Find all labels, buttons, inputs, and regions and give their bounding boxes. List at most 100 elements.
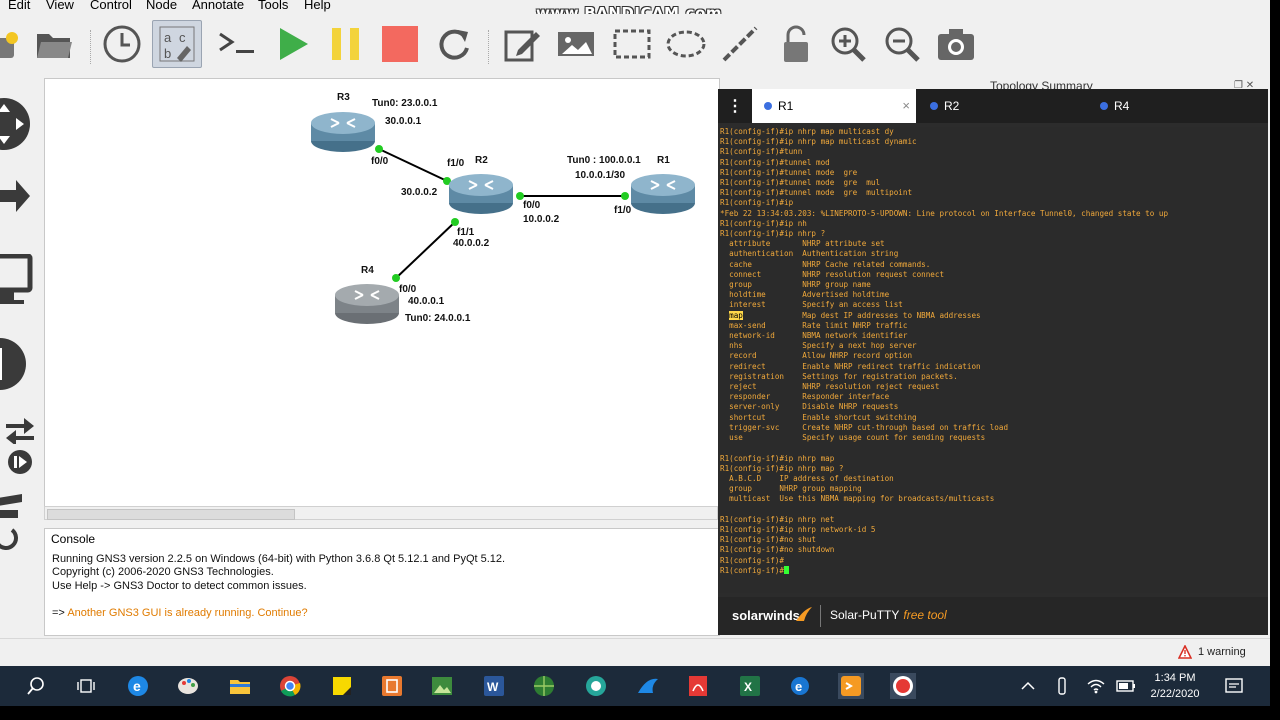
add-link-icon[interactable]: [0, 490, 30, 555]
node-label-r2[interactable]: R2: [475, 155, 488, 166]
excel-icon[interactable]: X: [738, 674, 762, 698]
all-devices-icon[interactable]: [4, 414, 36, 449]
r1-tunnel-ip: Tun0 : 100.0.0.1: [567, 155, 641, 166]
rectangle-icon[interactable]: [612, 24, 652, 64]
terminal-line: holdtime Advertised holdtime: [720, 290, 890, 300]
topology-canvas[interactable]: R3 Tun0: 23.0.0.1 30.0.0.1 f0/0 f1/0 R2 …: [44, 78, 720, 508]
menu-edit[interactable]: Edit: [8, 0, 31, 12]
chrome-icon[interactable]: [278, 674, 302, 698]
usb-device-icon[interactable]: [1050, 674, 1074, 698]
shark-app-icon[interactable]: [636, 674, 660, 698]
menu-control[interactable]: Control: [90, 0, 132, 12]
node-label-r1[interactable]: R1: [657, 155, 670, 166]
tab-label: R4: [1114, 99, 1130, 113]
insert-image-icon[interactable]: [556, 24, 596, 64]
tab-r1[interactable]: R1 ×: [752, 89, 916, 123]
end-device-category-icon[interactable]: [0, 253, 34, 319]
solar-putty-taskbar-icon[interactable]: [838, 673, 864, 699]
screenshot-icon[interactable]: [936, 24, 976, 64]
warning-icon: [1178, 645, 1192, 659]
file-explorer-icon[interactable]: [228, 674, 252, 698]
r2-f10-label: f1/0: [447, 158, 465, 169]
menu-node[interactable]: Node: [146, 0, 178, 12]
menu-tools[interactable]: Tools: [258, 0, 289, 12]
footer-divider: [820, 605, 821, 627]
ie-icon[interactable]: e: [788, 674, 812, 698]
start-icon[interactable]: [272, 24, 312, 64]
svg-text:W: W: [487, 680, 499, 694]
image-viewer-icon[interactable]: [430, 674, 454, 698]
terminal-line: [720, 505, 1268, 515]
r2-ip-10: 10.0.0.2: [523, 214, 560, 225]
link-endpoint: [621, 192, 629, 200]
play-circle-icon[interactable]: [6, 448, 34, 481]
console-line: Copyright (c) 2006-2020 GNS3 Technologie…: [52, 566, 274, 578]
lock-icon[interactable]: [776, 24, 816, 64]
menu-help[interactable]: Help: [304, 0, 331, 12]
search-icon[interactable]: [24, 674, 48, 698]
terminal-line: authentication Authentication string: [720, 249, 899, 259]
app-circle-icon[interactable]: [584, 674, 608, 698]
notifications-icon[interactable]: [1222, 674, 1246, 698]
word-icon[interactable]: W: [482, 674, 506, 698]
svg-text:a: a: [164, 30, 172, 45]
system-clock[interactable]: 1:34 PM 2/22/2020: [1140, 670, 1210, 702]
wifi-icon[interactable]: [1084, 674, 1108, 698]
terminal-line: responder Responder interface: [720, 392, 890, 402]
switch-category-icon[interactable]: [0, 172, 34, 227]
open-folder-icon[interactable]: [34, 24, 74, 64]
putty-menu-icon[interactable]: ⋮: [727, 98, 743, 115]
partial-tool-icon[interactable]: [0, 24, 22, 64]
terminal-line: record Allow NHRP record option: [720, 351, 913, 361]
stop-icon[interactable]: [380, 24, 420, 64]
ellipse-icon[interactable]: [666, 24, 706, 64]
r1-f10-label: f1/0: [614, 205, 632, 216]
powerpoint-app-icon[interactable]: [380, 674, 404, 698]
console-icon[interactable]: [216, 24, 256, 64]
zoom-in-icon[interactable]: [828, 24, 868, 64]
pause-icon[interactable]: [326, 24, 366, 64]
canvas-horizontal-scrollbar[interactable]: [44, 506, 718, 520]
bandicam-record-icon[interactable]: [890, 673, 916, 699]
edit-note-icon[interactable]: [502, 24, 542, 64]
paint-icon[interactable]: [176, 674, 200, 698]
pdf-reader-icon[interactable]: [686, 674, 710, 698]
close-icon[interactable]: ×: [902, 98, 910, 113]
menu-annotate[interactable]: Annotate: [192, 0, 245, 12]
dock-buttons[interactable]: ❐ ✕: [1234, 80, 1255, 91]
security-category-icon[interactable]: [0, 334, 34, 399]
line-icon[interactable]: [720, 24, 760, 64]
terminal-line: R1(config-if)#ip nhrp ?: [720, 229, 826, 239]
terminal-line: R1(config-if)#: [720, 565, 1268, 576]
clock-time: 1:34 PM: [1154, 672, 1196, 684]
router-r2-icon: [449, 174, 513, 214]
tab-r2[interactable]: R2: [930, 89, 1090, 123]
scrollbar-thumb[interactable]: [47, 509, 295, 520]
console-title: Console: [51, 532, 96, 546]
sticky-notes-icon[interactable]: [330, 674, 354, 698]
battery-icon[interactable]: [1114, 674, 1138, 698]
warning-indicator[interactable]: 1 warning: [1178, 645, 1246, 659]
svg-text:X: X: [744, 680, 752, 694]
clock-icon[interactable]: [102, 24, 142, 64]
free-tool-label: free tool: [903, 608, 947, 622]
console-panel[interactable]: Console Running GNS3 version 2.2.5 on Wi…: [44, 528, 720, 636]
menu-view[interactable]: View: [46, 0, 74, 12]
chevron-up-icon[interactable]: [1016, 674, 1040, 698]
network-globe-icon[interactable]: [532, 674, 556, 698]
svg-text:e: e: [795, 679, 802, 694]
zoom-out-icon[interactable]: [882, 24, 922, 64]
node-label-r4[interactable]: R4: [361, 265, 374, 276]
node-label-r3[interactable]: R3: [337, 92, 350, 103]
terminal-line: A.B.C.D IP address of destination: [720, 473, 894, 483]
r1-ip: 10.0.0.1/30: [575, 170, 626, 181]
terminal-line: R1(config-if)#ip nhrp map: [720, 453, 835, 463]
tab-r4[interactable]: R4: [1100, 89, 1260, 123]
edge-icon[interactable]: e: [126, 674, 150, 698]
router-category-icon[interactable]: [0, 94, 34, 159]
task-view-icon[interactable]: [74, 674, 98, 698]
reload-icon[interactable]: [434, 24, 474, 64]
